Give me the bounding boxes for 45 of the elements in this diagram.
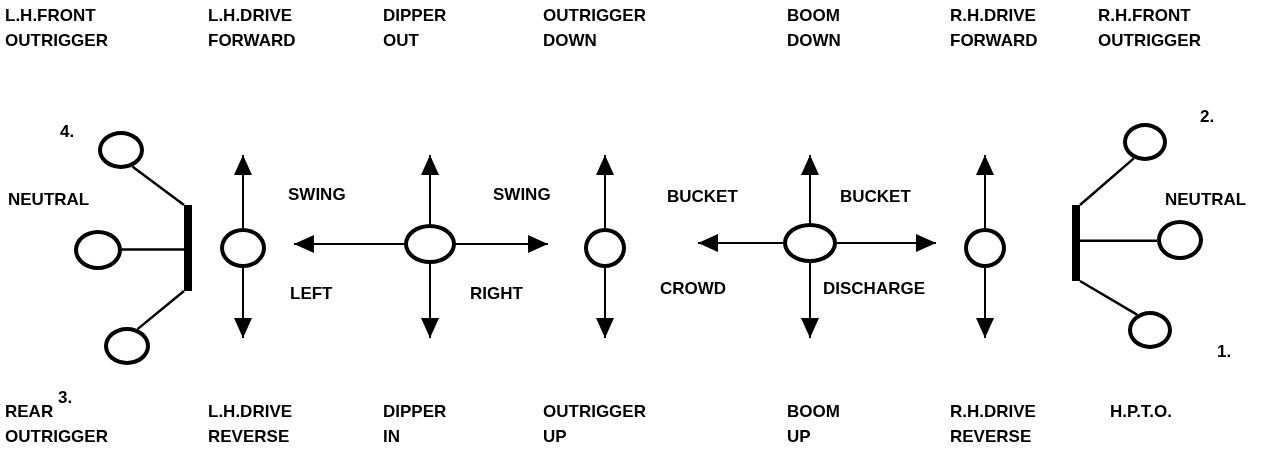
control-label: BOOM DOWN — [787, 5, 841, 52]
control-label: L.H.DRIVE REVERSE — [208, 401, 293, 448]
control-label: CROWD — [660, 278, 727, 300]
control-label: OUTRIGGER DOWN — [543, 5, 646, 52]
lever-line — [122, 248, 184, 251]
control-label: BUCKET — [840, 186, 911, 208]
lever-line — [131, 165, 185, 206]
lever-knob — [964, 228, 1006, 268]
control-label: RIGHT — [470, 283, 523, 305]
lever-line — [1080, 239, 1157, 242]
control-label: L.H.FRONT OUTRIGGER — [5, 5, 108, 52]
control-label: BOOM UP — [787, 401, 840, 448]
control-label: SWING — [493, 184, 551, 206]
lever-knob — [74, 230, 122, 270]
control-label: R.H.FRONT OUTRIGGER — [1098, 5, 1201, 52]
control-label: R.H.DRIVE REVERSE — [950, 401, 1036, 448]
control-label: LEFT — [290, 283, 333, 305]
control-label: DISCHARGE — [823, 278, 925, 300]
lever-knob — [584, 228, 626, 268]
lever-knob — [1123, 123, 1167, 161]
position-label: NEUTRAL — [1165, 189, 1247, 211]
position-label: 4. — [60, 121, 75, 143]
lever-line — [1079, 157, 1135, 206]
lever-knob — [783, 223, 837, 263]
pivot-bar — [1072, 205, 1080, 281]
lever-knob — [404, 224, 456, 264]
lever-knob — [98, 131, 144, 169]
position-label: 1. — [1217, 341, 1232, 363]
lever-knob — [1128, 311, 1172, 349]
lever-knob — [104, 327, 150, 365]
control-label: DIPPER OUT — [383, 5, 447, 52]
control-label: L.H.DRIVE FORWARD — [208, 5, 296, 52]
control-label: H.P.T.O. — [1110, 401, 1173, 423]
position-label: NEUTRAL — [8, 189, 90, 211]
position-label: 2. — [1200, 106, 1215, 128]
control-label: SWING — [288, 184, 346, 206]
control-label: R.H.DRIVE FORWARD — [950, 5, 1038, 52]
pivot-bar — [184, 205, 192, 291]
lever-line — [136, 290, 185, 331]
lever-line — [1079, 279, 1138, 316]
lever-knob — [220, 228, 266, 268]
control-label: DIPPER IN — [383, 401, 447, 448]
lever-knob — [1157, 220, 1203, 260]
control-label: OUTRIGGER UP — [543, 401, 646, 448]
control-label: BUCKET — [667, 186, 738, 208]
